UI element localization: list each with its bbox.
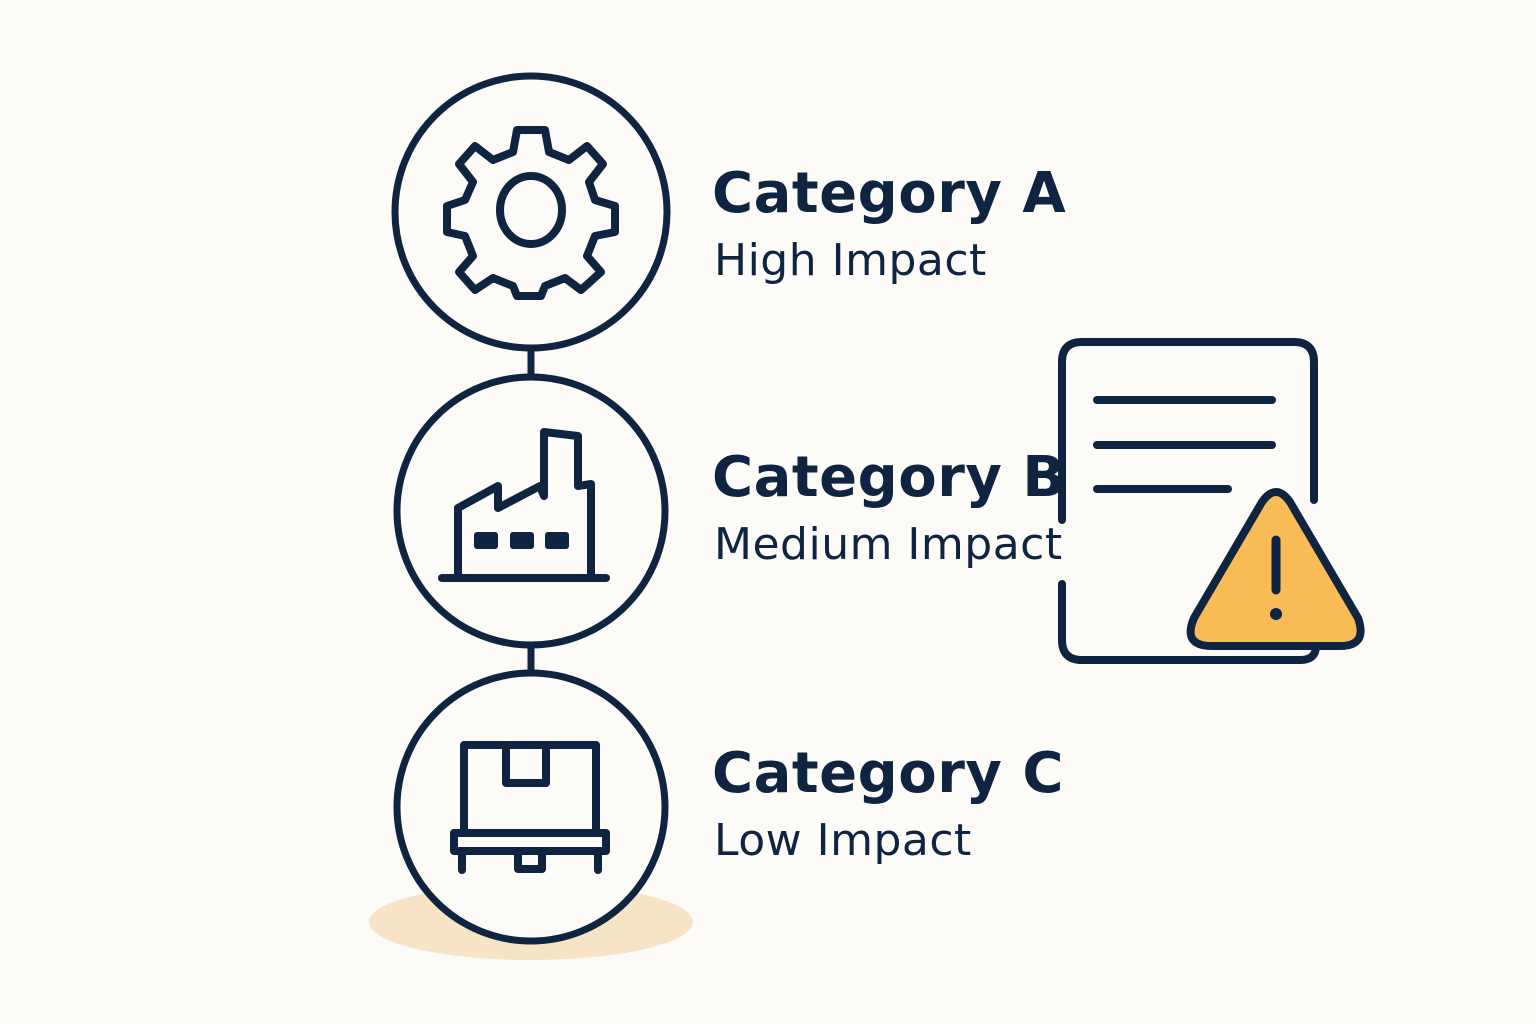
category-b-circle [393, 373, 669, 649]
category-a-circle [391, 72, 671, 352]
document-warning-icon [1058, 338, 1365, 664]
category-c-title: Category C [712, 741, 1064, 806]
category-a-node [391, 72, 671, 352]
category-c-impact: Low Impact [714, 815, 972, 866]
category-a-impact: High Impact [714, 235, 987, 286]
category-b-impact: Medium Impact [714, 519, 1063, 570]
package-pallet-icon [450, 741, 610, 874]
gear-icon [443, 126, 619, 300]
factory-icon [438, 428, 610, 582]
warning-triangle-icon [1186, 488, 1365, 650]
category-c-node [393, 669, 669, 945]
category-b-title: Category B [712, 445, 1066, 510]
category-b-node [393, 373, 669, 649]
category-a-title: Category A [712, 161, 1067, 226]
category-c-circle [393, 669, 669, 945]
